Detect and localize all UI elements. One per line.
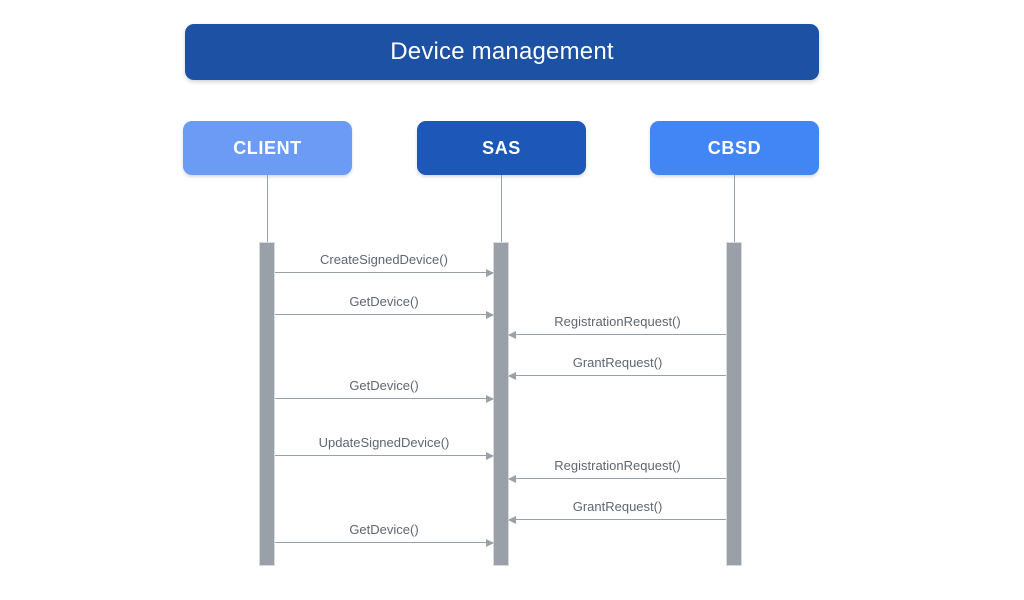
participant-label: CLIENT [233, 137, 302, 158]
arrowhead-icon [486, 268, 494, 277]
arrowhead-icon [508, 515, 516, 524]
message-arrow: CreateSignedDevice() [275, 252, 494, 277]
message-label: UpdateSignedDevice() [318, 435, 450, 450]
message-arrow: GetDevice() [275, 378, 494, 403]
participant-label: CBSD [707, 137, 762, 158]
message-arrow: GetDevice() [275, 522, 494, 547]
arrowhead-icon [486, 451, 494, 460]
message-arrow: RegistrationRequest() [508, 458, 726, 483]
message-label: GetDevice() [349, 378, 419, 393]
message-arrow: GetDevice() [275, 294, 494, 319]
message-arrow: GrantRequest() [508, 499, 726, 524]
arrowhead-icon [486, 538, 494, 547]
activation-bar-cbsd [726, 242, 742, 566]
arrowhead-icon [486, 310, 494, 319]
participant-client[interactable]: CLIENT [183, 121, 352, 175]
message-label: GetDevice() [349, 294, 419, 309]
message-label: CreateSignedDevice() [320, 252, 448, 267]
message-arrow: GrantRequest() [508, 355, 726, 380]
message-arrow: RegistrationRequest() [508, 314, 726, 339]
participant-label: SAS [482, 137, 521, 158]
diagram-title: Device management [390, 38, 614, 65]
lifeline-client [267, 175, 268, 242]
lifeline-sas [501, 175, 502, 242]
message-label: GrantRequest() [572, 355, 663, 370]
arrowhead-icon [508, 371, 516, 380]
message-label: GrantRequest() [572, 499, 663, 514]
message-label: GetDevice() [349, 522, 419, 537]
participant-cbsd[interactable]: CBSD [650, 121, 819, 175]
message-label: RegistrationRequest() [554, 314, 681, 329]
lifeline-cbsd [734, 175, 735, 242]
arrowhead-icon [508, 474, 516, 483]
message-arrow: UpdateSignedDevice() [275, 435, 494, 460]
message-label: RegistrationRequest() [554, 458, 681, 473]
participant-sas[interactable]: SAS [417, 121, 586, 175]
activation-bar-client [259, 242, 275, 566]
arrowhead-icon [508, 330, 516, 339]
arrowhead-icon [486, 394, 494, 403]
activation-bar-sas [493, 242, 509, 566]
diagram-title-banner: Device management [185, 24, 819, 80]
